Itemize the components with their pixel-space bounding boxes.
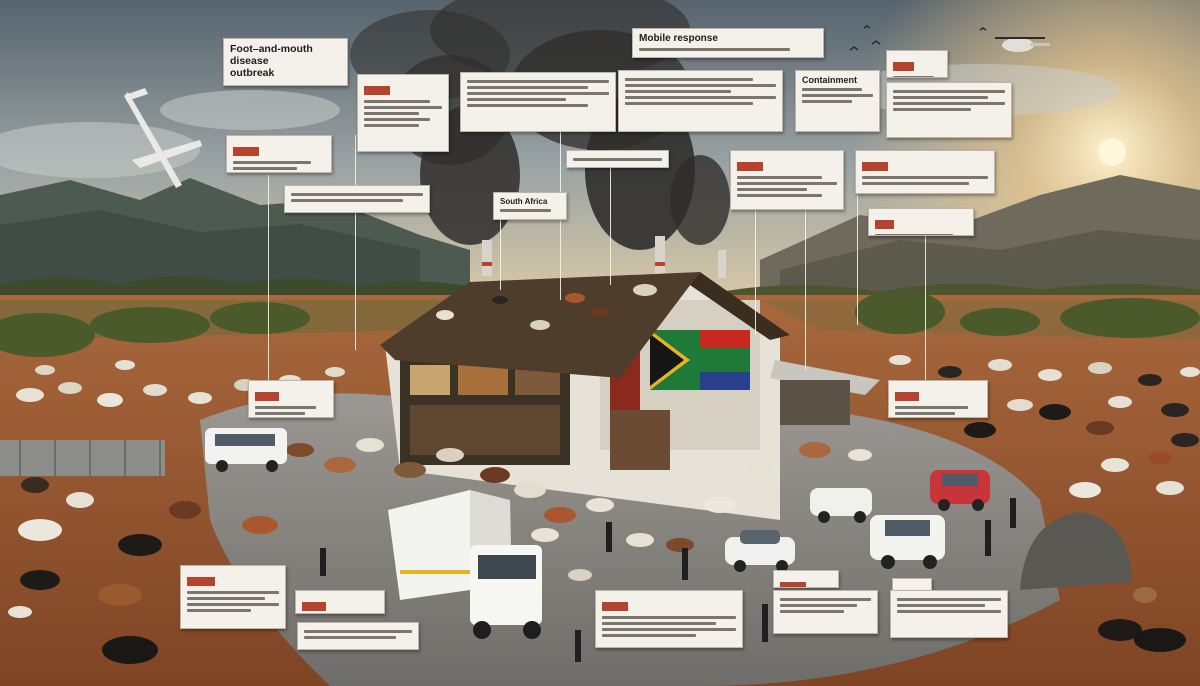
info-card [295, 590, 385, 614]
info-card [773, 570, 839, 588]
chimney [718, 250, 726, 278]
info-card [886, 50, 948, 78]
people [320, 498, 1016, 662]
quonset-hut [1020, 512, 1132, 590]
shed-roof [770, 360, 880, 395]
chimney [482, 240, 492, 276]
airplane-icon [124, 88, 202, 188]
chimney [655, 236, 665, 276]
leader-line [805, 210, 806, 370]
info-card [618, 70, 783, 132]
card-tag [233, 147, 259, 156]
sun-icon [1098, 138, 1126, 166]
info-card [888, 380, 988, 418]
south-africa-label: South Africa [500, 197, 548, 206]
car-icon [930, 470, 990, 511]
card-tag [893, 62, 915, 71]
headline-line-2: outbreak [230, 67, 275, 80]
mountains-right-near [780, 230, 1200, 295]
livestock-herd-left [8, 360, 345, 664]
car-icon [725, 530, 795, 572]
headline-line-1: Foot–and-mouth disease [230, 43, 313, 68]
card-tag [302, 602, 326, 611]
mobile-response-card: Mobile response [632, 28, 824, 58]
helicopter-icon [995, 37, 1050, 52]
mountains-left-far [0, 210, 420, 290]
info-card [297, 622, 419, 650]
card-tag [255, 392, 279, 401]
leader-line [610, 165, 611, 285]
bushes [0, 290, 1200, 357]
info-card [357, 74, 449, 152]
card-tag [737, 162, 763, 171]
car-icon [810, 488, 872, 523]
containment-card: Containment [795, 70, 880, 132]
info-card [566, 150, 669, 168]
info-card [460, 72, 616, 132]
info-card [886, 82, 1012, 138]
leader-line [755, 160, 756, 335]
animals-on-roof [436, 284, 657, 330]
info-card [180, 565, 286, 629]
card-tag [187, 577, 216, 586]
card-tag [875, 220, 895, 229]
livestock-yard [286, 438, 872, 581]
info-card [284, 185, 430, 213]
card-tag [602, 602, 628, 611]
leader-line [268, 175, 269, 415]
fence [0, 440, 165, 476]
info-card [773, 590, 878, 634]
card-tag [862, 162, 888, 171]
containment-label: Containment [802, 75, 857, 85]
livestock-herd-right [889, 355, 1200, 652]
leader-line [925, 235, 926, 385]
mobile-response-title: Mobile response [639, 33, 718, 44]
south-africa-card: South Africa [493, 192, 567, 220]
info-card [730, 150, 844, 210]
leader-line [857, 195, 858, 325]
truck-icon [388, 490, 542, 639]
card-tag [895, 392, 919, 401]
birds [849, 25, 987, 51]
info-card [226, 135, 332, 173]
headline-card: Foot–and-mouth disease outbreak [223, 38, 348, 86]
info-card [595, 590, 743, 648]
car-icon [870, 515, 945, 569]
card-tag [364, 86, 390, 95]
info-card [855, 150, 995, 194]
card-tag [780, 582, 806, 587]
van-icon [205, 428, 287, 472]
flag-panel [650, 330, 750, 390]
leader-line [500, 220, 501, 290]
info-card [868, 208, 974, 236]
leader-line [355, 135, 356, 350]
tree-line [0, 276, 480, 300]
info-card [890, 590, 1008, 638]
info-card [248, 380, 334, 418]
